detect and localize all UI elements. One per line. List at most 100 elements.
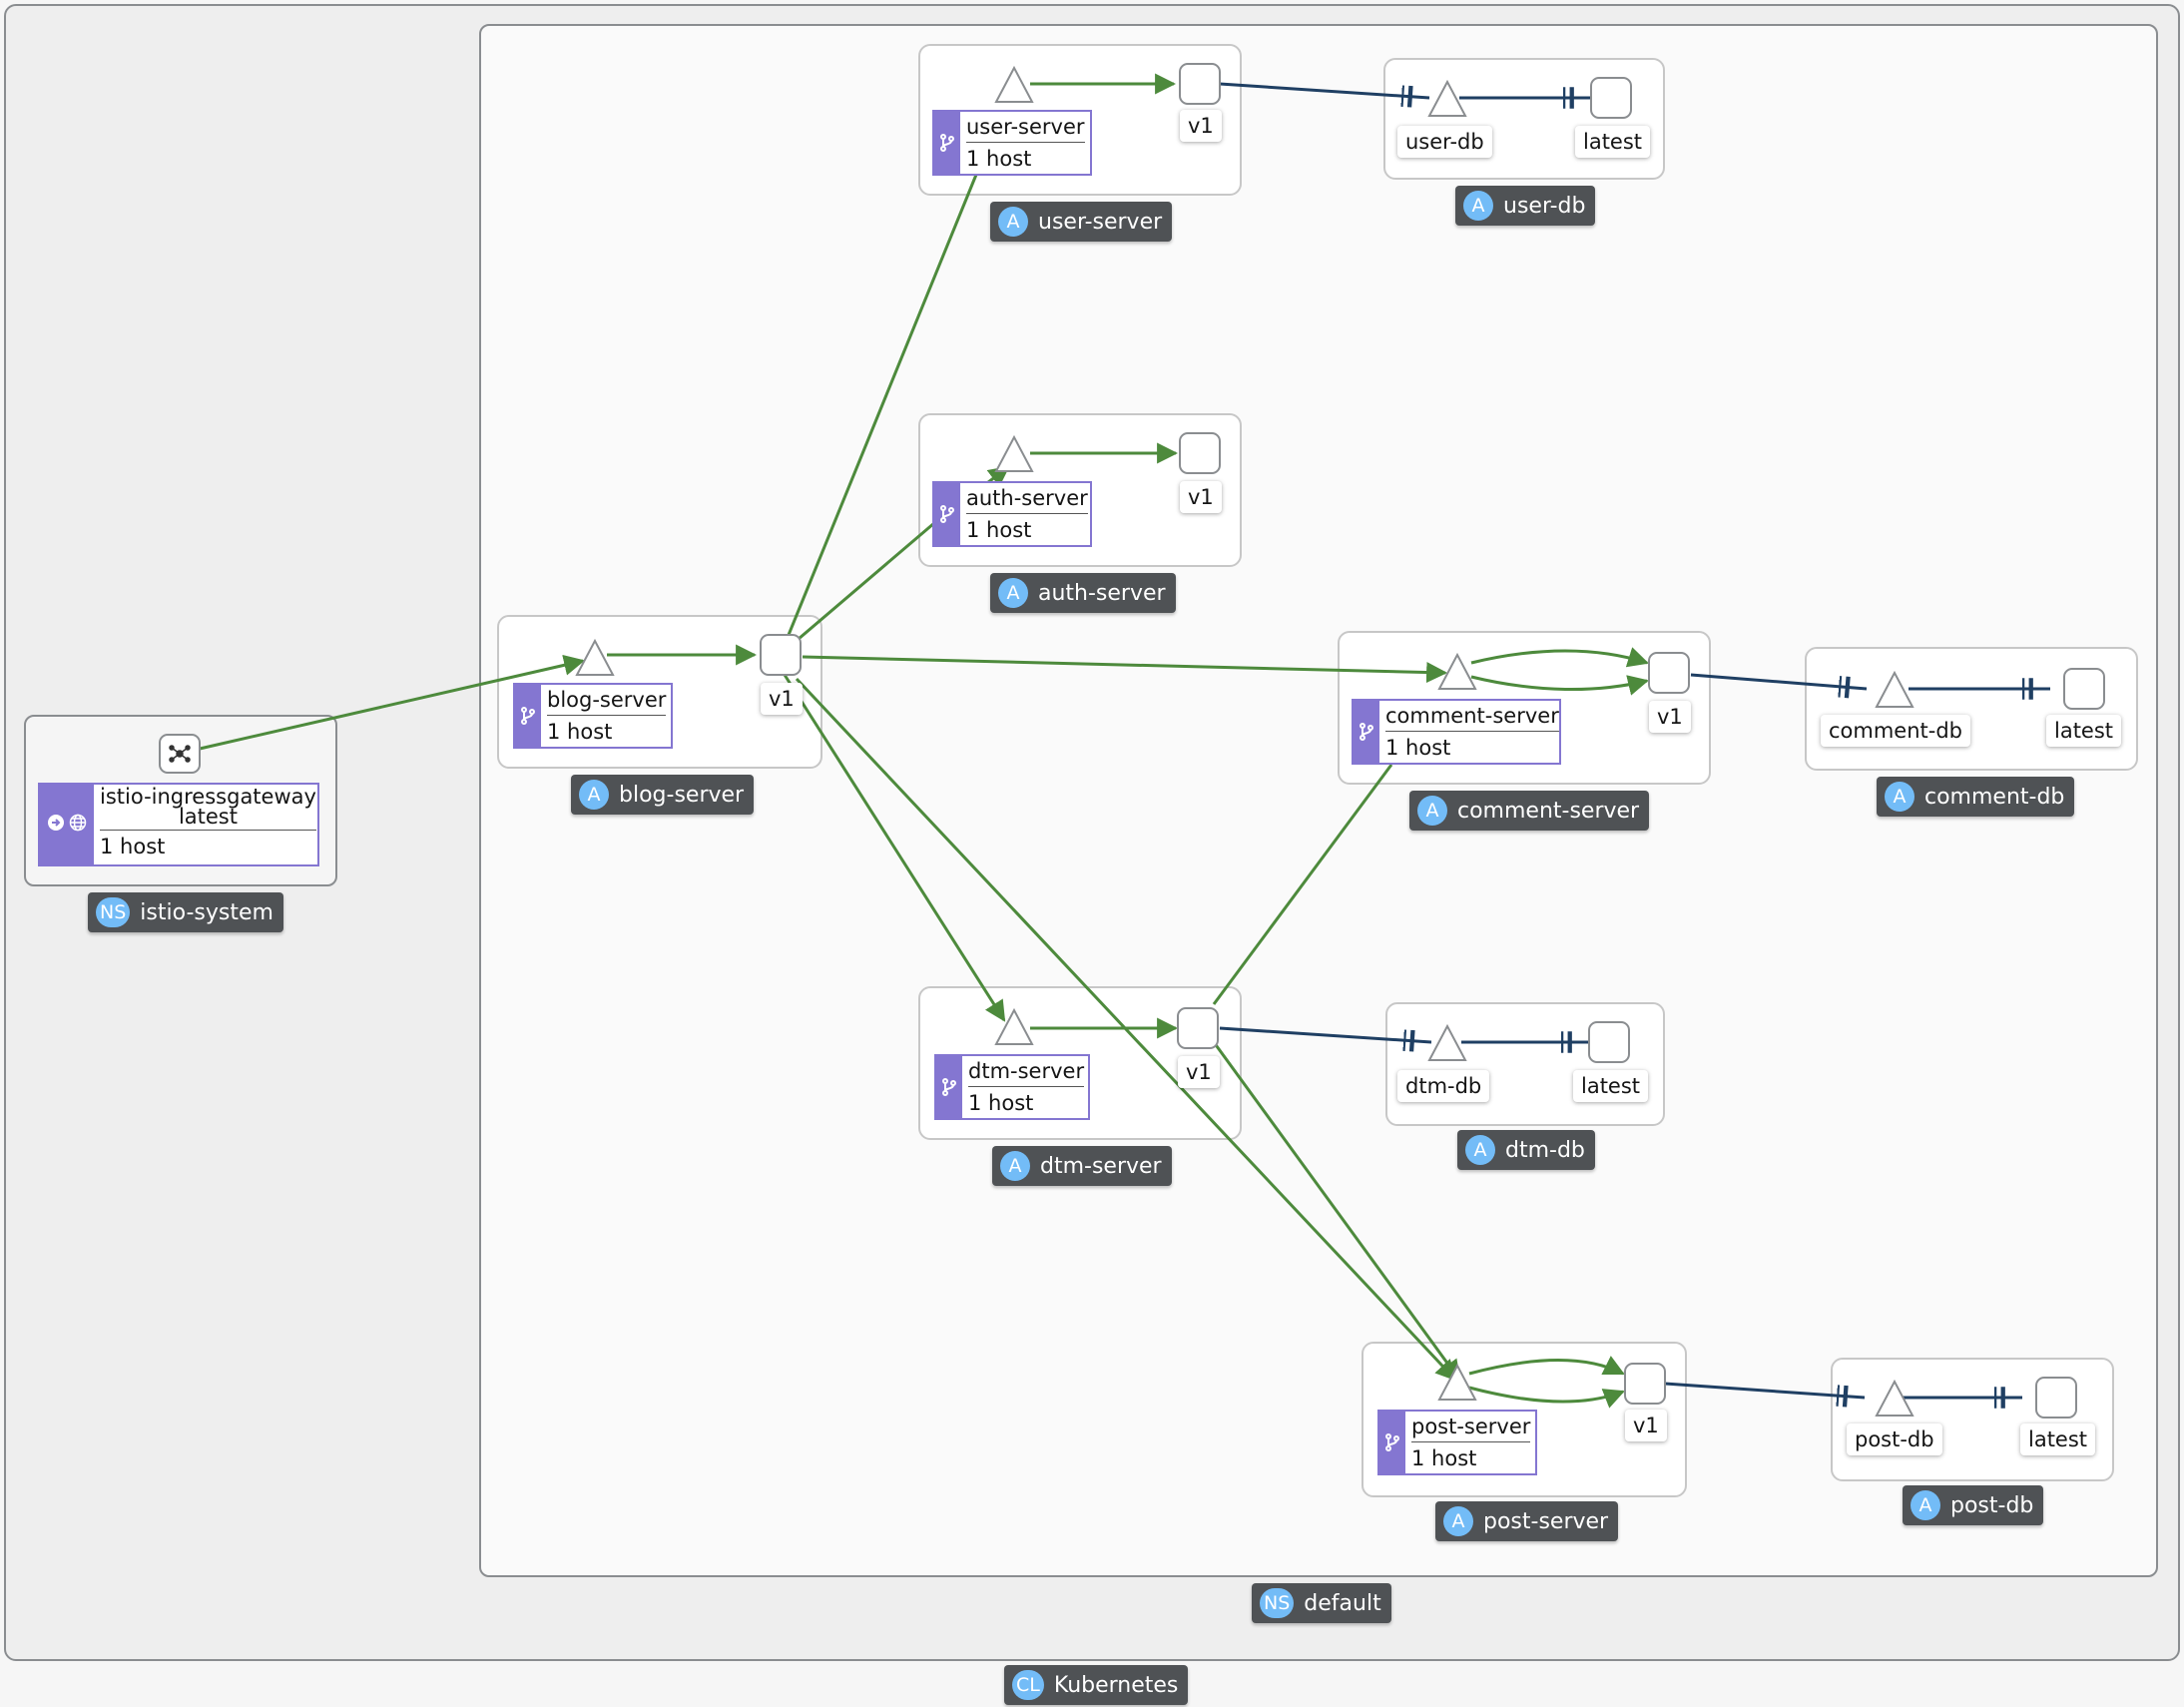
edge-dtm-server-to-dtm-db [1219,1026,1432,1042]
gateway-version: latest [178,805,238,829]
workload-version-label: v1 [1625,1410,1667,1441]
app-label-text: dtm-server [1040,1153,1162,1179]
edge-post-service-to-v1-b [1468,1386,1625,1409]
namespace-label-istio-system[interactable]: NS istio-system [88,892,283,932]
triangle-icon [994,65,1034,103]
gateway-istio-ingressgateway[interactable]: istio-ingressgateway latest 1 host [38,783,319,866]
workload-version-label: v1 [761,683,803,715]
triangle-icon [994,434,1034,472]
service-name: blog-server [547,688,667,716]
edge-blog-to-auth-server [798,521,935,641]
db-service-label: dtm-db [1397,1070,1490,1102]
edge-gateway-to-blog-server [199,654,586,751]
globe-icon [69,813,87,837]
edge-post-server-to-post-db [1664,1382,1866,1398]
service-name: post-server [1411,1415,1531,1442]
edge-comment-service-to-v1-b [1470,675,1650,696]
edge-blog-to-user-server [787,169,980,636]
edge-comment-service-to-v1-a [1470,647,1650,668]
host-count: 1 host [100,835,166,858]
virtual-service-blog-server[interactable]: blog-server 1 host [513,683,673,749]
app-label-text: dtm-db [1505,1137,1585,1163]
arrow-circle-right-icon [47,813,65,837]
app-badge: A [1463,191,1493,221]
namespace-badge: NS [96,897,131,927]
namespace-label-text: default [1304,1590,1381,1616]
host-count: 1 host [1385,736,1451,760]
edge-blog-to-comment-server [802,655,1448,684]
virtual-service-user-server[interactable]: user-server 1 host [932,110,1092,176]
gateway-icons [40,785,94,864]
service-name: comment-server [1385,704,1559,732]
app-label-text: auth-server [1038,580,1166,606]
workload-version-label: v1 [1180,481,1222,513]
app-badge: A [1443,1506,1473,1536]
host-count: 1 host [966,518,1032,542]
code-branch-icon [934,483,960,545]
db-version-label: latest [1575,126,1651,158]
code-branch-icon [1379,1412,1405,1473]
gateway-name: istio-ingressgateway [100,785,316,809]
square-icon [1179,63,1221,105]
triangle-icon [1427,79,1467,117]
square-icon [1588,1021,1630,1063]
app-label-text: user-server [1038,209,1163,235]
square-icon [2035,1377,2077,1419]
virtual-service-comment-server[interactable]: comment-server 1 host [1352,699,1561,765]
edge-dtm-to-comment-server [1212,764,1393,1005]
app-badge: A [1000,1151,1030,1181]
app-label-text: comment-db [1924,784,2065,810]
edge-blog-to-dtm-server [783,674,1006,1022]
square-icon [1179,432,1221,474]
triangle-icon [1875,1379,1914,1417]
app-label-text: post-server [1483,1508,1609,1534]
virtual-service-auth-server[interactable]: auth-server 1 host [932,481,1092,547]
workload-version-label: v1 [1649,701,1691,733]
triangle-icon [1437,1363,1477,1401]
app-badge: A [579,780,609,810]
square-icon [1590,77,1632,119]
triangle-icon [1875,670,1914,708]
db-version-label: latest [2020,1423,2096,1455]
namespace-label-text: istio-system [140,899,273,925]
code-branch-icon [936,1056,962,1118]
workload-version-label: v1 [1180,110,1222,142]
db-service-label: post-db [1847,1423,1942,1455]
app-badge: A [998,578,1028,608]
workload-version-label: v1 [1178,1056,1220,1088]
db-version-label: latest [2046,715,2122,747]
edge-comment-server-to-comment-db [1690,673,1868,689]
app-label-text: blog-server [619,782,745,808]
service-name: user-server [966,115,1085,143]
code-branch-icon [1354,701,1379,763]
service-name: auth-server [966,486,1088,514]
triangle-icon [1437,652,1477,690]
host-count: 1 host [966,147,1032,171]
code-branch-icon [934,112,960,174]
app-badge: A [1911,1490,1940,1520]
square-icon [1177,1007,1219,1049]
namespace-badge: NS [1260,1588,1295,1618]
code-branch-icon [515,685,541,747]
namespace-label-default[interactable]: NS default [1252,1583,1391,1623]
db-version-label: latest [1573,1070,1649,1102]
app-label-text: post-db [1950,1492,2034,1518]
host-count: 1 host [547,720,613,744]
app-label-text: comment-server [1457,798,1640,824]
edge-dtm-to-post-server [1212,1041,1461,1382]
cluster-badge: CL [1012,1670,1044,1700]
